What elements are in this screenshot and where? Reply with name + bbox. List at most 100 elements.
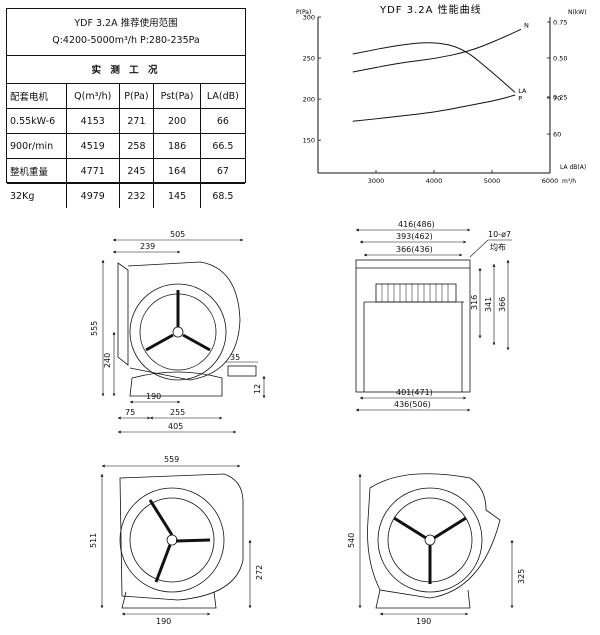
- dim-366-vertical: 366: [498, 297, 507, 312]
- dim-316: 316: [470, 295, 479, 310]
- table-cell: 4979: [66, 183, 120, 208]
- dim-401: 401(471): [396, 388, 433, 397]
- x-tick-label: 5000: [484, 177, 501, 185]
- table-row: 整机重量 4771 245 164 67: [7, 158, 245, 184]
- housing-outline: [119, 473, 244, 601]
- table-cell: 145: [153, 183, 201, 208]
- hub: [424, 534, 436, 546]
- dim-505: 505: [170, 230, 185, 239]
- dim-325: 325: [517, 569, 526, 584]
- right-top-tick-label: 0.75: [553, 19, 567, 27]
- fan-scroll-housing: [127, 261, 241, 381]
- x-tick-label: 4000: [426, 177, 443, 185]
- spokes: [393, 516, 467, 584]
- x-tick-label: 6000: [542, 177, 559, 185]
- right-bottom-tick-label: 60: [553, 131, 561, 139]
- dim-511: 511: [89, 533, 98, 548]
- housing-outline: [367, 473, 501, 599]
- spec-range: Q:4200-5000m³/h P:280-235Pa: [52, 35, 200, 46]
- table-row: 0.55kW-6 4153 271 200 66: [7, 108, 245, 134]
- dim-341: 341: [484, 297, 493, 312]
- front-view-dimensions: [355, 228, 512, 412]
- front-casing: [355, 259, 471, 393]
- bottom-left-view-labels: 559 511 272 190: [89, 455, 264, 626]
- dim-366: 366(436): [396, 245, 433, 254]
- table-cell: 68.5: [199, 183, 245, 208]
- dim-12: 12: [253, 384, 262, 394]
- motor-label-cell: 900r/min: [7, 133, 67, 159]
- series-line-N: [352, 28, 522, 73]
- table-cell: 4519: [66, 133, 120, 159]
- series-label-N: N: [524, 21, 529, 29]
- table-cell: 4771: [66, 158, 120, 184]
- motor-shaft-box: [227, 365, 257, 377]
- y-tick-label: 150: [303, 137, 315, 145]
- dim-555: 555: [90, 321, 99, 336]
- dim-190-bottom-left: 190: [156, 617, 171, 626]
- right-top-tick-label: 0.25: [553, 94, 567, 102]
- fan-spokes: [145, 290, 211, 352]
- dim-240: 240: [103, 353, 112, 368]
- table-cell: 186: [153, 133, 201, 159]
- fan-inlet-ring: [129, 283, 227, 381]
- dim-239: 239: [140, 242, 155, 251]
- holes-note: 均布: [490, 242, 506, 252]
- table-cell: 271: [118, 108, 154, 134]
- table-header: Pst(Pa): [153, 83, 201, 109]
- motor-label-cell: 0.55kW-6: [7, 108, 67, 134]
- table-cell: 232: [118, 183, 154, 208]
- side-view-drawing: [117, 261, 257, 397]
- bottom-left-view-dimensions: [100, 464, 252, 616]
- table-row: 32Kg 4979 232 145 68.5: [7, 183, 245, 208]
- dim-559: 559: [164, 455, 179, 464]
- dim-35: 35: [230, 353, 240, 362]
- x-axis-unit: m³/h: [562, 178, 576, 185]
- series-line-P: [352, 42, 516, 93]
- table-cell: 200: [153, 108, 201, 134]
- motor-label-cell: 整机重量: [7, 158, 67, 184]
- dim-436: 436(506): [394, 400, 431, 409]
- fan-outlet-flange: [117, 262, 129, 366]
- chart-ticks: 3000 4000 5000 6000 150 200 250 300 0.75 0.50 0.25…: [303, 14, 568, 186]
- right-bottom-tick-label: 70: [553, 95, 561, 103]
- fan-hub: [172, 326, 184, 338]
- bottom-left-view-drawing: [119, 473, 244, 609]
- base: [121, 591, 217, 609]
- table-cell: 66.5: [199, 133, 245, 159]
- y-tick-label: 200: [303, 96, 315, 104]
- fan-base: [129, 371, 223, 397]
- x-tick-label: 3000: [368, 177, 385, 185]
- performance-chart: YDF 3.2A 性能曲线 P(Pa) N(kW) LA dB(A) m³/h …: [296, 3, 587, 186]
- motor-label-cell: 32Kg: [7, 183, 67, 208]
- spec-table: YDF 3.2A 推荐使用范围 Q:4200-5000m³/h P:280-23…: [6, 8, 246, 208]
- side-view-labels: 505 239 555 240 35 12 190 75 255 405: [90, 230, 262, 431]
- series-line-LA: [352, 94, 516, 122]
- dim-540: 540: [347, 533, 356, 548]
- table-cell: 66: [199, 108, 245, 134]
- spokes: [148, 499, 211, 583]
- base: [375, 589, 471, 609]
- dim-75: 75: [125, 408, 135, 417]
- y-tick-label: 300: [303, 14, 315, 22]
- y-tick-label: 250: [303, 55, 315, 63]
- motor-label-cell: 配套电机: [7, 83, 67, 109]
- spec-data-table: 配套电机 Q(m³/h) P(Pa) Pst(Pa) LA(dB) 0.55kW…: [7, 83, 245, 208]
- inlet-ring: [377, 487, 483, 593]
- table-header: P(Pa): [118, 83, 154, 109]
- table-header: Q(m³/h): [66, 83, 120, 109]
- chart-title: YDF 3.2A 性能曲线: [379, 3, 482, 16]
- dim-190: 190: [146, 392, 161, 401]
- right-axis-bottom-unit: LA dB(A): [560, 164, 586, 171]
- holes-label: 10-ø7: [488, 230, 511, 239]
- table-cell: 4153: [66, 108, 120, 134]
- right-top-tick-label: 0.50: [553, 55, 567, 63]
- front-view-drawing: [355, 259, 471, 393]
- series-label-LA: LA: [518, 87, 527, 95]
- table-cell: 67: [199, 158, 245, 184]
- spec-title: YDF 3.2A 推荐使用范围: [74, 18, 178, 29]
- right-axis-top-unit: N(kW): [568, 9, 587, 16]
- dim-190-bottom-right: 190: [416, 617, 431, 626]
- inlet-inner: [129, 497, 215, 583]
